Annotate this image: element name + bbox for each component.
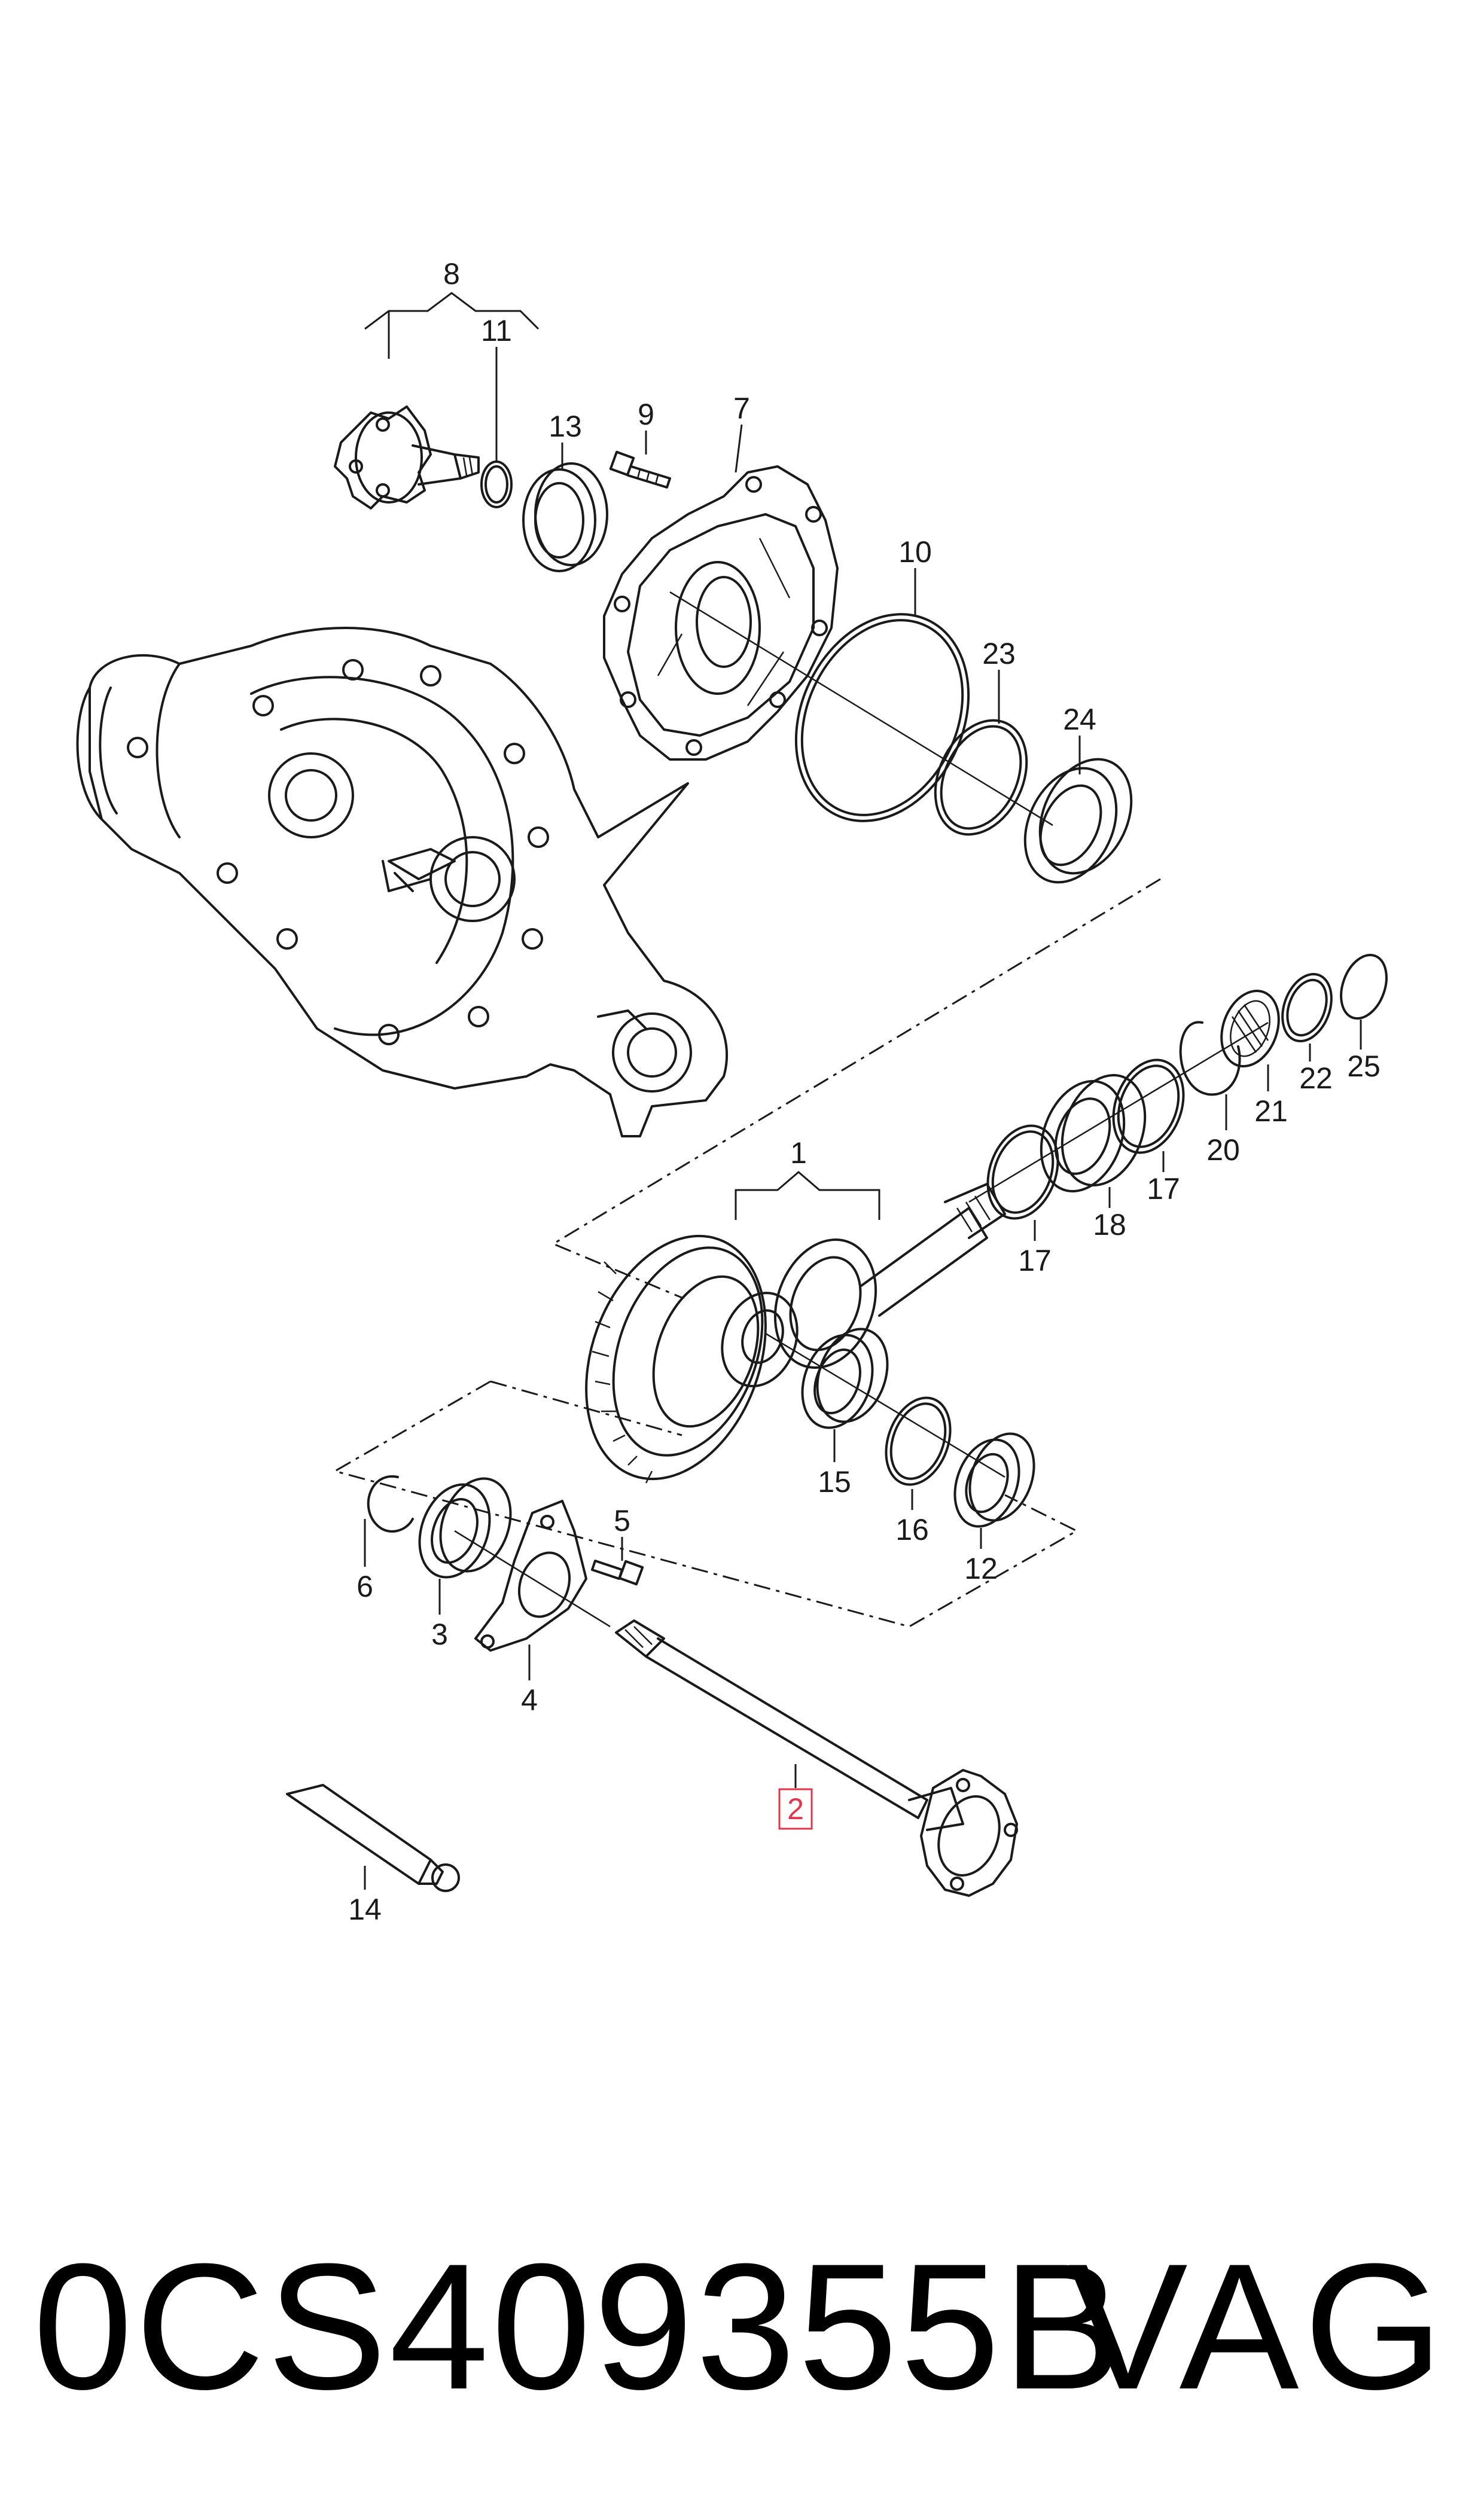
callout-leaders bbox=[364, 292, 1362, 1890]
item-17-ring-lower bbox=[986, 1124, 1059, 1220]
callout-6: 6 bbox=[356, 1570, 373, 1603]
item-10-o-ring bbox=[794, 613, 970, 822]
assembly-outline-upper bbox=[551, 878, 1161, 1299]
callout-24: 24 bbox=[1063, 703, 1096, 736]
brand-label: VAG bbox=[1068, 2226, 1448, 2427]
callout-20: 20 bbox=[1206, 1133, 1240, 1167]
transmission-housing bbox=[76, 627, 729, 1137]
item-5-bolt bbox=[591, 1560, 644, 1586]
callout-9: 9 bbox=[638, 398, 654, 431]
callout-17-lower: 17 bbox=[1018, 1244, 1052, 1277]
callout-3: 3 bbox=[431, 1618, 448, 1651]
callout-4: 4 bbox=[521, 1683, 538, 1717]
item-18-bearing bbox=[1040, 1074, 1147, 1192]
callout-15: 15 bbox=[818, 1465, 851, 1499]
item-8-flange bbox=[334, 405, 480, 510]
item-11-o-ring bbox=[480, 460, 513, 508]
callout-21: 21 bbox=[1254, 1094, 1288, 1128]
item-12-seal bbox=[953, 1432, 1035, 1528]
item-13-seal bbox=[522, 462, 608, 572]
callout-12: 12 bbox=[964, 1552, 998, 1585]
callout-8: 8 bbox=[443, 257, 460, 291]
callout-22: 22 bbox=[1299, 1061, 1333, 1095]
part-number: 0CS409355B bbox=[33, 2226, 1125, 2427]
item-7-cover bbox=[603, 465, 839, 761]
item-22-ring bbox=[1281, 972, 1333, 1043]
callout-17-upper: 17 bbox=[1147, 1172, 1180, 1206]
callout-14: 14 bbox=[348, 1893, 382, 1926]
callout-5: 5 bbox=[614, 1504, 630, 1537]
callout-18: 18 bbox=[1093, 1208, 1126, 1241]
footer: 0CS409355B VAG bbox=[0, 2213, 1484, 2440]
item-3-bearing bbox=[418, 1477, 512, 1579]
callout-11: 11 bbox=[481, 314, 512, 347]
item-15-bearing-race bbox=[801, 1328, 889, 1429]
callout-1: 1 bbox=[790, 1136, 807, 1170]
callout-7: 7 bbox=[733, 392, 750, 425]
item-20-circlip bbox=[1179, 1021, 1241, 1096]
item-14-grease-tube bbox=[286, 1784, 460, 1892]
callout-10: 10 bbox=[898, 535, 932, 569]
item-24-bearing-race bbox=[1023, 758, 1133, 884]
callout-2: 2 bbox=[787, 1792, 804, 1826]
item-21-gear-ring bbox=[1220, 990, 1280, 1067]
callout-2-highlight-box bbox=[778, 1788, 813, 1830]
callout-labels: 8 11 13 9 7 10 23 24 25 22 21 20 17 18 1… bbox=[348, 257, 1381, 1926]
callout-23: 23 bbox=[982, 637, 1016, 670]
item-16-ring bbox=[885, 1396, 952, 1486]
callout-13: 13 bbox=[548, 410, 582, 443]
item-9-bolt bbox=[609, 450, 671, 489]
item-4-bracket bbox=[474, 1500, 587, 1652]
item-2-output-shaft bbox=[615, 1619, 1018, 1897]
assembly-outline-lower bbox=[333, 1380, 1079, 1628]
callout-16: 16 bbox=[895, 1513, 929, 1546]
item-6-circlip bbox=[367, 1475, 414, 1533]
item-1-differential bbox=[585, 1183, 1006, 1484]
item-25-circlip bbox=[1340, 953, 1388, 1020]
callout-25: 25 bbox=[1347, 1050, 1381, 1083]
